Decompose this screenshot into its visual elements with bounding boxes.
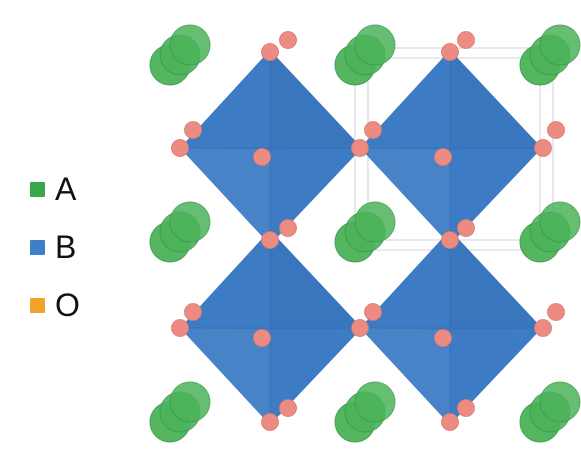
oxygen-atom [534, 139, 552, 157]
octahedron [180, 50, 362, 245]
oxygen-atom [279, 219, 297, 237]
octahedron-facet [450, 230, 542, 330]
a-site-stack [149, 381, 211, 443]
legend-label-o: O [55, 287, 80, 323]
a-site-atom [169, 201, 211, 243]
a-site-stack [334, 201, 396, 263]
a-site-stack [519, 24, 581, 86]
octahedron [360, 50, 542, 245]
oxygen-atom [171, 139, 189, 157]
octahedron-face [180, 230, 362, 425]
octahedron-face [180, 50, 362, 245]
octahedron-facet [270, 230, 362, 330]
oxygen-atom [457, 31, 475, 49]
oxygen-atom [434, 148, 452, 166]
a-site-cations [149, 24, 581, 443]
oxygen-atom [457, 399, 475, 417]
octahedron-facet [360, 148, 450, 245]
octahedron-facet [450, 50, 542, 150]
blue-square-icon [30, 239, 45, 255]
oxygen-atom [261, 231, 279, 249]
oxygen-atom [351, 139, 369, 157]
oxygen-atoms [171, 31, 565, 431]
a-site-atom [354, 24, 396, 66]
a-site-atom [539, 24, 581, 66]
a-site-atom [169, 381, 211, 423]
legend: A B O [30, 160, 120, 334]
octahedron-facet [360, 328, 450, 425]
a-site-stack [334, 24, 396, 86]
a-site-stack [149, 201, 211, 263]
octahedron [360, 230, 542, 425]
oxygen-atom [534, 319, 552, 337]
oxygen-atom [441, 43, 459, 61]
octahedron-facet [180, 148, 270, 245]
legend-label-a: A [55, 171, 77, 207]
a-site-stack [519, 201, 581, 263]
a-site-atom [539, 381, 581, 423]
a-site-atom [354, 201, 396, 243]
octahedron [180, 230, 362, 425]
green-square-icon [30, 181, 45, 197]
legend-item-b: B [30, 218, 120, 276]
oxygen-atom [184, 121, 202, 139]
legend-item-o: O [30, 276, 120, 334]
a-site-atom [354, 381, 396, 423]
oxygen-atom [184, 303, 202, 321]
oxygen-atom [364, 303, 382, 321]
oxygen-atom [171, 319, 189, 337]
bo6-octahedra [180, 50, 542, 425]
oxygen-atom [279, 399, 297, 417]
oxygen-atom [279, 31, 297, 49]
oxygen-atom [457, 219, 475, 237]
octahedron-face [360, 50, 542, 245]
oxygen-atom [547, 303, 565, 321]
oxygen-atom [253, 148, 271, 166]
legend-label-b: B [55, 229, 77, 265]
octahedron-face [360, 230, 542, 425]
octahedron-facet [270, 50, 362, 150]
oxygen-atom [441, 413, 459, 431]
oxygen-atom [261, 43, 279, 61]
oxygen-atom [441, 231, 459, 249]
a-site-stack [519, 381, 581, 443]
a-site-atom [539, 201, 581, 243]
octahedron-facet [180, 328, 270, 425]
oxygen-atom [261, 413, 279, 431]
oxygen-atom [547, 121, 565, 139]
oxygen-atom [253, 329, 271, 347]
a-site-atom [169, 24, 211, 66]
oxygen-atom [434, 329, 452, 347]
a-site-stack [334, 381, 396, 443]
a-site-stack [149, 24, 211, 86]
oxygen-atom [351, 319, 369, 337]
orange-square-icon [30, 297, 45, 313]
oxygen-atom [364, 121, 382, 139]
legend-item-a: A [30, 160, 120, 218]
